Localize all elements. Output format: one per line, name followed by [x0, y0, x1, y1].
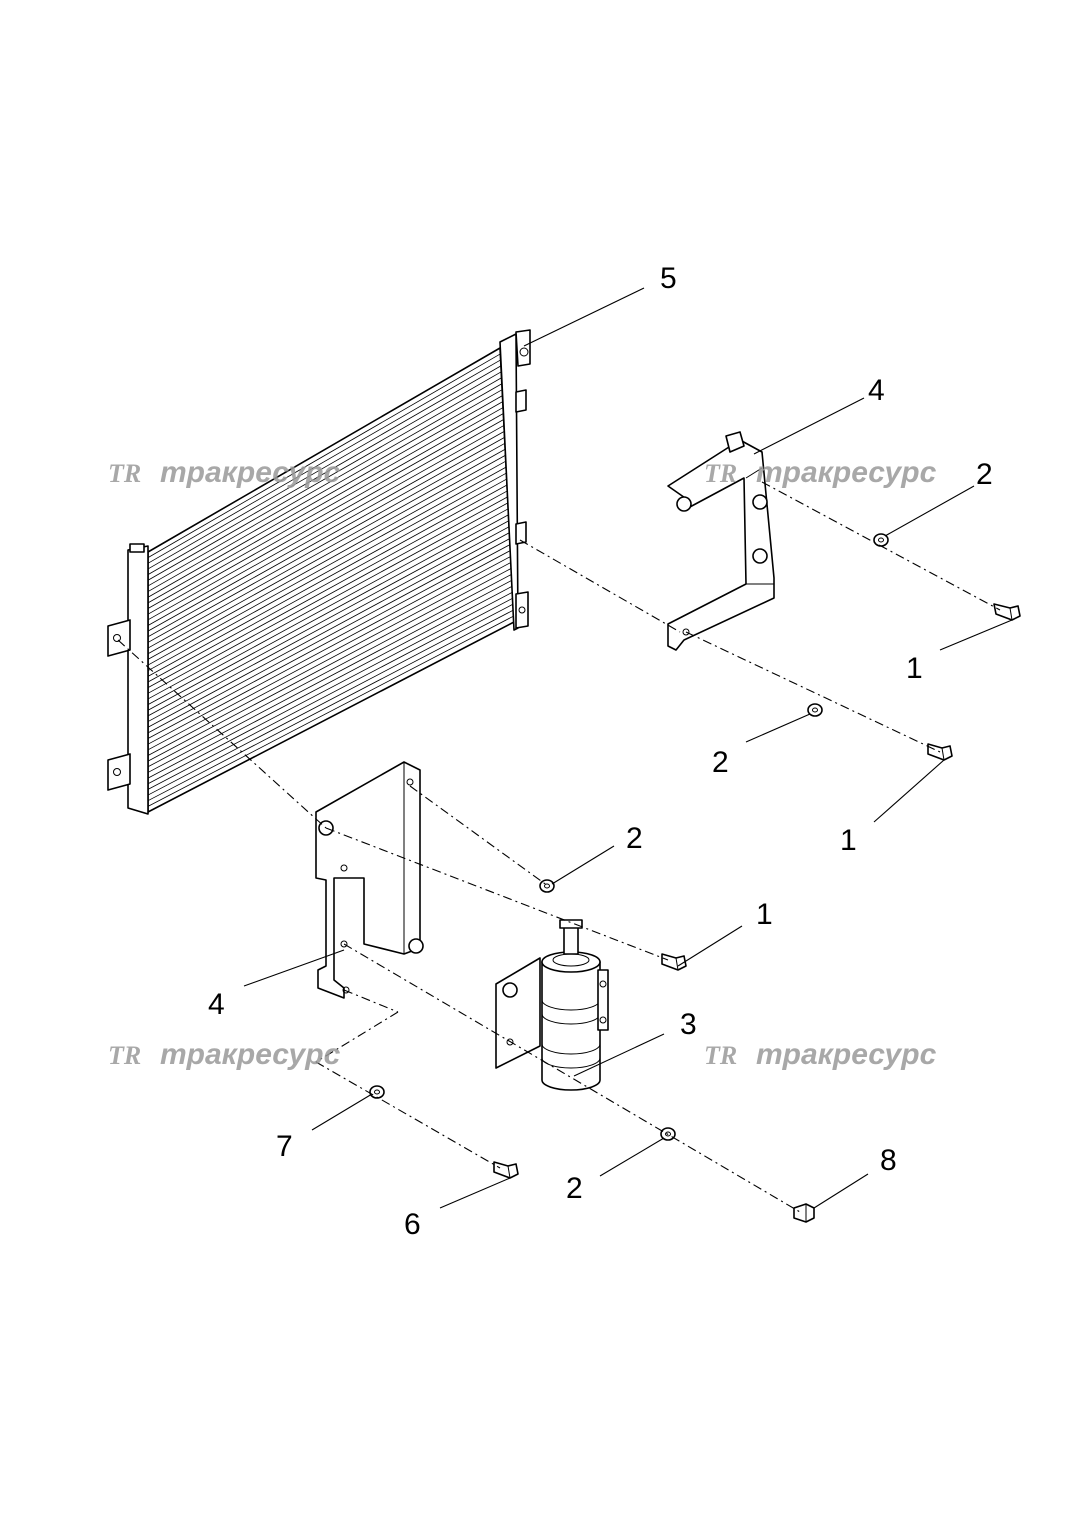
condenser-fin: [147, 508, 509, 705]
svg-text:TR: TR: [108, 459, 141, 488]
svg-text:TR: TR: [108, 1041, 141, 1070]
condenser-fin: [147, 466, 507, 666]
condenser-fin: [147, 544, 511, 739]
svg-text:тракресурс: тракресурс: [160, 1038, 341, 1071]
condenser-fin: [147, 609, 514, 802]
condenser-fin: [147, 371, 502, 575]
condenser-fin: [147, 472, 507, 672]
condenser-fin: [147, 365, 502, 570]
washer-mid: [807, 703, 823, 717]
condenser-fin: [147, 603, 514, 796]
watermark-top-left: TR тракресурс: [108, 456, 341, 489]
condenser-fin: [147, 532, 510, 728]
callout-3: 3: [680, 1008, 697, 1041]
condenser-fin: [147, 538, 510, 734]
condenser-fin: [147, 425, 505, 626]
watermark-bottom-left: TR тракресурс: [108, 1038, 341, 1071]
watermark-top-right: TR тракресурс: [704, 456, 937, 489]
washer-7: [369, 1085, 385, 1099]
condenser-fin: [147, 353, 501, 558]
condenser-fin: [147, 478, 507, 677]
condenser: [107, 329, 531, 815]
condenser-fin: [147, 395, 503, 598]
condenser-fin: [147, 359, 501, 564]
callout-8: 8: [880, 1144, 897, 1177]
watermark-bottom-right: TR тракресурс: [704, 1038, 937, 1071]
washer-low: [539, 879, 555, 893]
bolt-6: [493, 1161, 519, 1179]
condenser-fin: [147, 377, 502, 581]
condenser-fin: [147, 568, 512, 762]
receiver-drier: [495, 919, 609, 1091]
condenser-fin: [147, 436, 505, 638]
condenser-fin: [147, 579, 513, 773]
callout-6: 6: [404, 1208, 421, 1241]
condenser-fin: [147, 454, 506, 655]
callout-labels: 5 4 2 1 2 1 2 1 4 3 7 6 2 8: [208, 262, 993, 1241]
condenser-fin: [147, 562, 512, 756]
callout-2-bottom: 2: [566, 1172, 583, 1205]
svg-text:TR: TR: [704, 1041, 737, 1070]
condenser-fin: [147, 413, 504, 615]
condenser-fin: [147, 383, 503, 587]
callout-1-upper: 1: [906, 652, 923, 685]
assembly-lines: [117, 481, 1001, 1213]
condenser-fin: [147, 597, 513, 790]
condenser-fin: [147, 591, 513, 785]
condenser-fin: [147, 442, 506, 643]
svg-text:тракресурс: тракресурс: [756, 1038, 937, 1071]
bracket-upper: [667, 431, 775, 651]
callout-5: 5: [660, 262, 677, 295]
condenser-fin: [147, 514, 509, 711]
callout-4-lower: 4: [208, 988, 225, 1021]
callout-2-low: 2: [626, 822, 643, 855]
condenser-fin: [147, 419, 504, 621]
leader-lines: [243, 287, 1013, 1209]
condenser-fin: [147, 431, 505, 632]
condenser-fin: [147, 389, 503, 592]
condenser-fin: [147, 585, 513, 779]
callout-4-upper: 4: [868, 374, 885, 407]
condenser-fin: [147, 526, 510, 722]
callout-1-mid: 1: [840, 824, 857, 857]
bolt-upper: [993, 603, 1021, 621]
svg-text:тракресурс: тракресурс: [160, 456, 341, 489]
condenser-fin: [147, 615, 514, 807]
callout-2-mid: 2: [712, 746, 729, 779]
svg-text:тракресурс: тракресурс: [756, 456, 937, 489]
callout-1-low: 1: [756, 898, 773, 931]
bolt-low: [661, 953, 687, 971]
condenser-fin: [147, 520, 510, 717]
bracket-lower: [315, 761, 424, 999]
condenser-fins: [147, 353, 514, 807]
callout-2-upper: 2: [976, 458, 993, 491]
condenser-fin: [147, 460, 506, 660]
condenser-fin: [147, 401, 503, 604]
condenser-fin: [147, 407, 504, 609]
condenser-fin: [147, 496, 508, 694]
condenser-fin: [147, 448, 506, 649]
callout-7: 7: [276, 1130, 293, 1163]
condenser-fin: [147, 502, 509, 700]
condenser-fin: [147, 490, 508, 689]
condenser-fin: [147, 484, 508, 683]
svg-text:TR: TR: [704, 459, 737, 488]
bolt-8: [793, 1203, 815, 1223]
condenser-fin: [147, 550, 511, 745]
condenser-fin: [147, 573, 512, 768]
condenser-fin: [147, 556, 511, 751]
